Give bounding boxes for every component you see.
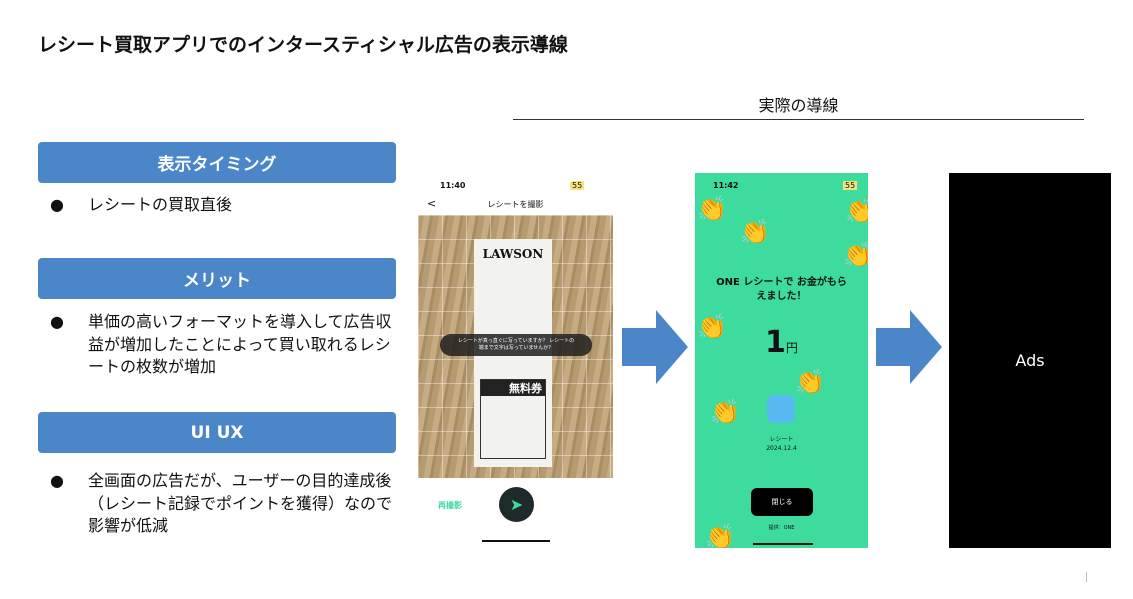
arrow-right-icon <box>622 310 688 384</box>
screenshot-reward: 11:42 55 👏 👏 👏 👏 👏 👏 👏 👏 ONE レシートで お金がもら… <box>695 173 868 548</box>
clap-icon: 👏 <box>740 218 770 246</box>
receipt-coupon: 無料券 <box>481 380 545 396</box>
clap-icon: 👏 <box>697 195 727 223</box>
close-button[interactable]: 閉じる <box>751 488 813 516</box>
clap-icon: 👏 <box>845 197 868 225</box>
flow-label: 実際の導線 <box>758 96 839 115</box>
section-header-uiux: UI UX <box>38 412 396 453</box>
home-indicator <box>482 540 550 542</box>
clap-icon: 👏 <box>705 523 735 548</box>
reward-amount: 1円 <box>765 325 798 360</box>
battery-icon: 55 <box>843 181 858 190</box>
clap-icon: 👏 <box>843 241 868 269</box>
clap-icon: 👏 <box>697 313 727 341</box>
app-icon <box>767 395 795 423</box>
section-header-timing: 表示タイミング <box>38 142 396 183</box>
receipt-photo: LAWSON 無料券 レシートが真っ直ぐに写っていますか？ レシートの端まで文字… <box>418 215 613 478</box>
divider <box>1086 572 1087 582</box>
bullet-item: ●レシートの買取直後 <box>50 195 233 214</box>
clap-icon: 👏 <box>795 368 825 396</box>
send-button[interactable]: ➤ <box>499 487 534 522</box>
reward-message: ONE レシートで お金がもらえました！ <box>716 277 847 302</box>
bullet-item: ●全画面の広告だが、ユーザーの目的達成後（レシート記録でポイントを獲得）なので影… <box>50 471 393 535</box>
bullet-item: ●単価の高いフォーマットを導入して広告収益が増加したことによって買い取れるレシー… <box>50 312 392 376</box>
home-indicator <box>753 543 813 545</box>
battery-icon: 55 <box>570 181 585 190</box>
retake-button[interactable]: 再撮影 <box>438 501 462 510</box>
interstitial-ad-screen[interactable]: Ads <box>949 173 1111 548</box>
divider <box>513 119 1084 120</box>
capture-hint: レシートが真っ直ぐに写っていますか？ レシートの端まで文字は写っていませんか？ <box>440 334 592 356</box>
receipt-brand: LAWSON <box>482 247 544 261</box>
clap-icon: 👏 <box>710 398 740 426</box>
screenshot-receipt-capture: 11:40 55 < レシートを撮影 LAWSON 無料券 レシートが真っ直ぐに… <box>418 172 613 548</box>
slide-title: レシート買取アプリでのインタースティシャル広告の表示導線 <box>38 34 568 56</box>
arrow-right-icon <box>876 310 942 384</box>
section-header-merit: メリット <box>38 258 396 299</box>
back-icon[interactable]: < <box>427 197 437 210</box>
